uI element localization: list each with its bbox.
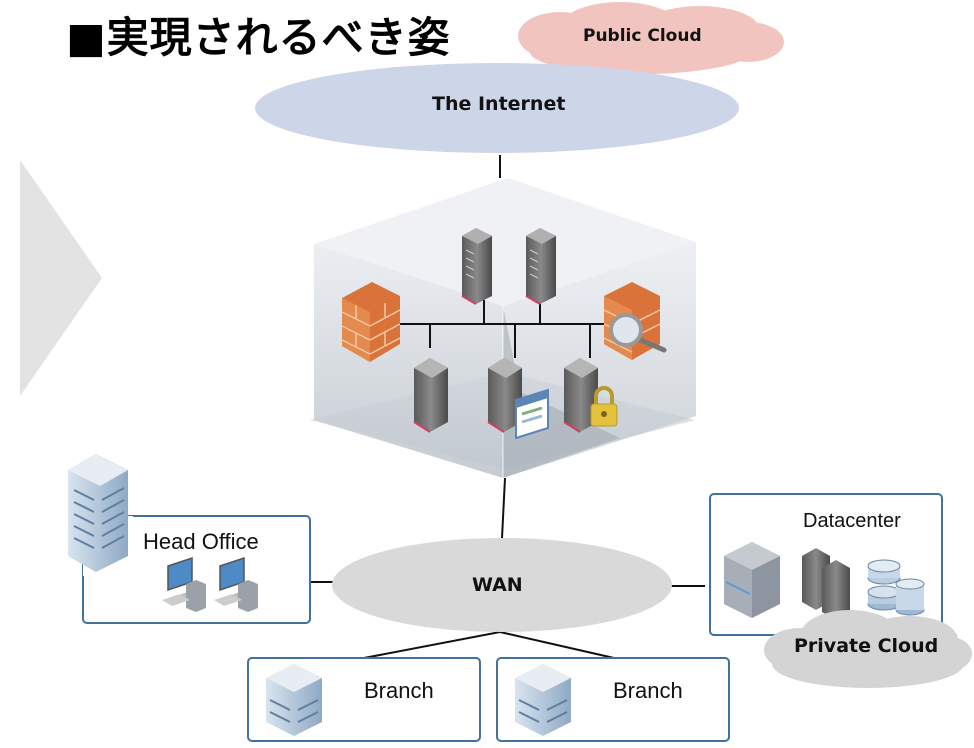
internet-label: The Internet <box>432 93 566 115</box>
connector-lines <box>310 155 705 659</box>
datacenter-label: Datacenter <box>803 510 901 532</box>
database-icon <box>867 559 925 616</box>
chevron-arrow <box>20 160 102 396</box>
desktop-computer-icon <box>162 556 206 612</box>
branch-box-1 <box>247 657 481 742</box>
office-building-icon <box>266 664 322 736</box>
public-cloud-label: Public Cloud <box>583 26 702 46</box>
web-window-icon <box>515 388 549 440</box>
public-cloud-shape <box>518 2 784 74</box>
server-icon <box>802 548 850 620</box>
server-icon <box>487 358 522 433</box>
page-title: ■実現されるべき姿 <box>66 13 451 62</box>
private-cloud-label: Private Cloud <box>794 635 939 657</box>
branch-label-1: Branch <box>364 678 434 703</box>
lock-icon <box>590 386 618 427</box>
office-building-icon <box>68 454 128 572</box>
wan-label: WAN <box>472 574 523 596</box>
firewall-icon <box>341 282 401 362</box>
private-cloud-shape <box>764 610 972 688</box>
branch-box-2 <box>496 657 730 742</box>
branch-label-2: Branch <box>613 678 683 703</box>
head-office-label: Head Office <box>143 529 259 554</box>
office-building-icon <box>515 664 571 736</box>
desktop-computer-icon <box>214 556 258 612</box>
server-icon <box>563 358 598 433</box>
server-icon <box>413 358 448 433</box>
internet-ellipse <box>255 63 739 153</box>
server-icon <box>525 228 556 305</box>
storage-appliance-icon <box>724 542 780 618</box>
wan-ellipse <box>332 538 672 632</box>
server-icon <box>461 228 492 305</box>
magnifier-icon <box>609 313 667 353</box>
firewall-inspection-icon <box>603 282 667 360</box>
